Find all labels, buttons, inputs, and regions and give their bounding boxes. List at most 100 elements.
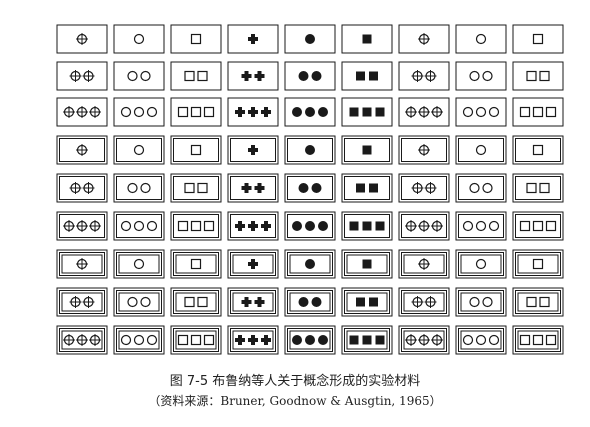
square-symbol xyxy=(203,106,215,118)
card-border-line xyxy=(512,173,564,203)
cross-symbol xyxy=(241,183,252,193)
concept-card xyxy=(227,325,279,355)
card-border-line xyxy=(398,173,450,203)
circle-symbol xyxy=(469,70,480,82)
concept-card xyxy=(227,211,279,241)
card-border-line xyxy=(458,290,504,314)
concept-card xyxy=(398,173,450,203)
concept-card xyxy=(113,97,165,127)
card-border-line xyxy=(227,325,279,355)
card-border-line xyxy=(284,24,336,54)
card-border-line xyxy=(458,214,504,238)
card-border-line xyxy=(455,61,507,91)
circle-symbol xyxy=(146,106,158,118)
concept-card xyxy=(398,325,450,355)
card-border-line xyxy=(116,214,162,238)
card-border-line xyxy=(227,24,279,54)
circle-symbol xyxy=(488,220,500,232)
square-symbol xyxy=(190,220,202,232)
concept-card xyxy=(113,24,165,54)
square-symbol xyxy=(519,220,531,232)
square-symbol xyxy=(519,106,531,118)
concept-card xyxy=(113,211,165,241)
card-border-line xyxy=(61,254,103,274)
card-border-line xyxy=(398,97,450,127)
card-border-line xyxy=(344,328,390,352)
card-border-line xyxy=(113,24,165,54)
concept-card xyxy=(341,287,393,317)
card-border-line xyxy=(116,290,162,314)
card-border-line xyxy=(403,254,445,274)
cross-symbol xyxy=(254,183,265,193)
concept-card xyxy=(56,173,108,203)
card-border-line xyxy=(175,330,217,350)
circle-symbol xyxy=(475,106,487,118)
card-border-line xyxy=(227,61,279,91)
circle-symbol xyxy=(127,182,138,194)
cross-symbol xyxy=(241,297,252,307)
concept-card xyxy=(455,135,507,165)
card-border-line xyxy=(344,252,390,276)
square-symbol xyxy=(197,182,208,194)
card-border-line xyxy=(287,328,333,352)
card-border-line xyxy=(458,176,504,200)
concept-card xyxy=(512,173,564,203)
card-border-line xyxy=(230,328,276,352)
square-symbol xyxy=(545,220,557,232)
card-border-line xyxy=(113,249,165,279)
card-border-line xyxy=(401,328,447,352)
card-border-line xyxy=(287,176,333,200)
card-border-line xyxy=(346,330,388,350)
concept-card xyxy=(113,173,165,203)
card-border-line xyxy=(118,254,160,274)
circle-symbol xyxy=(475,33,487,45)
concept-card xyxy=(455,287,507,317)
card-border-line xyxy=(512,97,564,127)
concept-card xyxy=(512,135,564,165)
card-border-line xyxy=(227,211,279,241)
square-symbol xyxy=(532,258,544,270)
card-border-line xyxy=(512,24,564,54)
concept-card xyxy=(512,24,564,54)
filled-square-symbol xyxy=(356,297,365,307)
card-border-line xyxy=(287,138,333,162)
card-border-line xyxy=(515,328,561,352)
circle-symbol xyxy=(482,70,493,82)
square-symbol xyxy=(539,182,550,194)
concept-card xyxy=(227,173,279,203)
concept-card xyxy=(56,325,108,355)
square-symbol xyxy=(532,33,544,45)
circle-symbol xyxy=(475,334,487,346)
concept-card xyxy=(284,249,336,279)
filled-square-symbol xyxy=(375,221,385,231)
card-border-line xyxy=(59,252,105,276)
square-symbol xyxy=(184,70,195,82)
filled-square-symbol xyxy=(362,107,372,117)
card-border-line xyxy=(403,292,445,312)
card-border-line xyxy=(232,254,274,274)
square-symbol xyxy=(203,334,215,346)
card-border-line xyxy=(401,252,447,276)
concept-card xyxy=(284,135,336,165)
card-border-line xyxy=(398,24,450,54)
circle-symbol xyxy=(120,106,132,118)
disc-symbol xyxy=(292,335,302,345)
concept-card xyxy=(170,97,222,127)
filled-square-symbol xyxy=(349,107,359,117)
disc-symbol xyxy=(305,145,315,155)
concept-card xyxy=(284,325,336,355)
cross-symbol xyxy=(261,221,271,231)
filled-square-symbol xyxy=(362,335,372,345)
circle-symbol xyxy=(133,334,145,346)
card-border-line xyxy=(56,24,108,54)
card-border-line xyxy=(517,292,559,312)
card-border-line xyxy=(113,135,165,165)
card-border-line xyxy=(284,211,336,241)
concept-card xyxy=(113,61,165,91)
square-symbol xyxy=(526,70,537,82)
disc-symbol xyxy=(298,297,309,307)
cross-symbol xyxy=(254,297,265,307)
circle-symbol xyxy=(133,258,145,270)
concept-card xyxy=(512,325,564,355)
card-border-line xyxy=(227,97,279,127)
